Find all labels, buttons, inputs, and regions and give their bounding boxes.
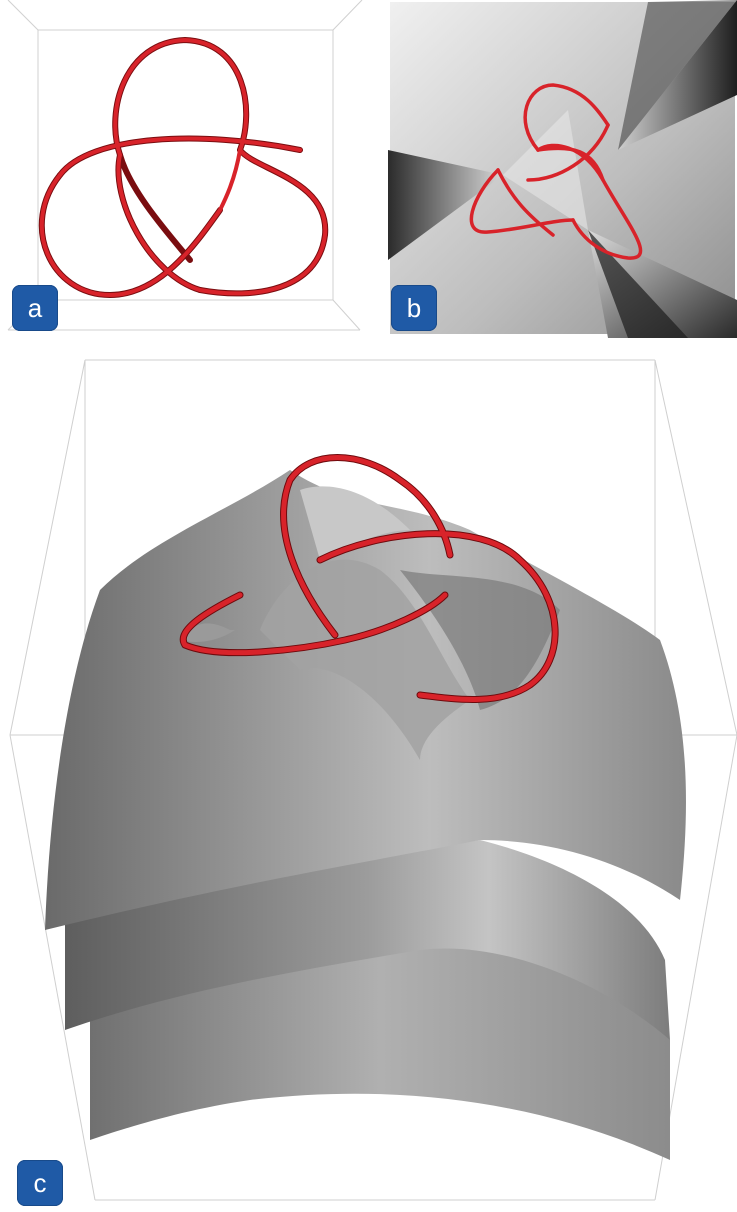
panel-c-seifert-surface <box>0 340 737 1212</box>
panel-b-phase-map <box>388 0 737 338</box>
panel-a-trefoil-knot <box>0 0 385 340</box>
bounding-box <box>7 0 363 331</box>
surface-sheet-1 <box>45 470 686 930</box>
panel-label-a: a <box>12 285 58 331</box>
trefoil-knot <box>38 36 329 299</box>
trefoil-knot-figure <box>7 0 363 331</box>
knot-on-surface <box>179 454 559 703</box>
knot-projection <box>469 83 643 260</box>
panel-label-c: c <box>17 1160 63 1206</box>
phase-map-figure <box>388 0 737 338</box>
panel-label-b: b <box>391 285 437 331</box>
seifert-surface-figure <box>9 359 737 1201</box>
